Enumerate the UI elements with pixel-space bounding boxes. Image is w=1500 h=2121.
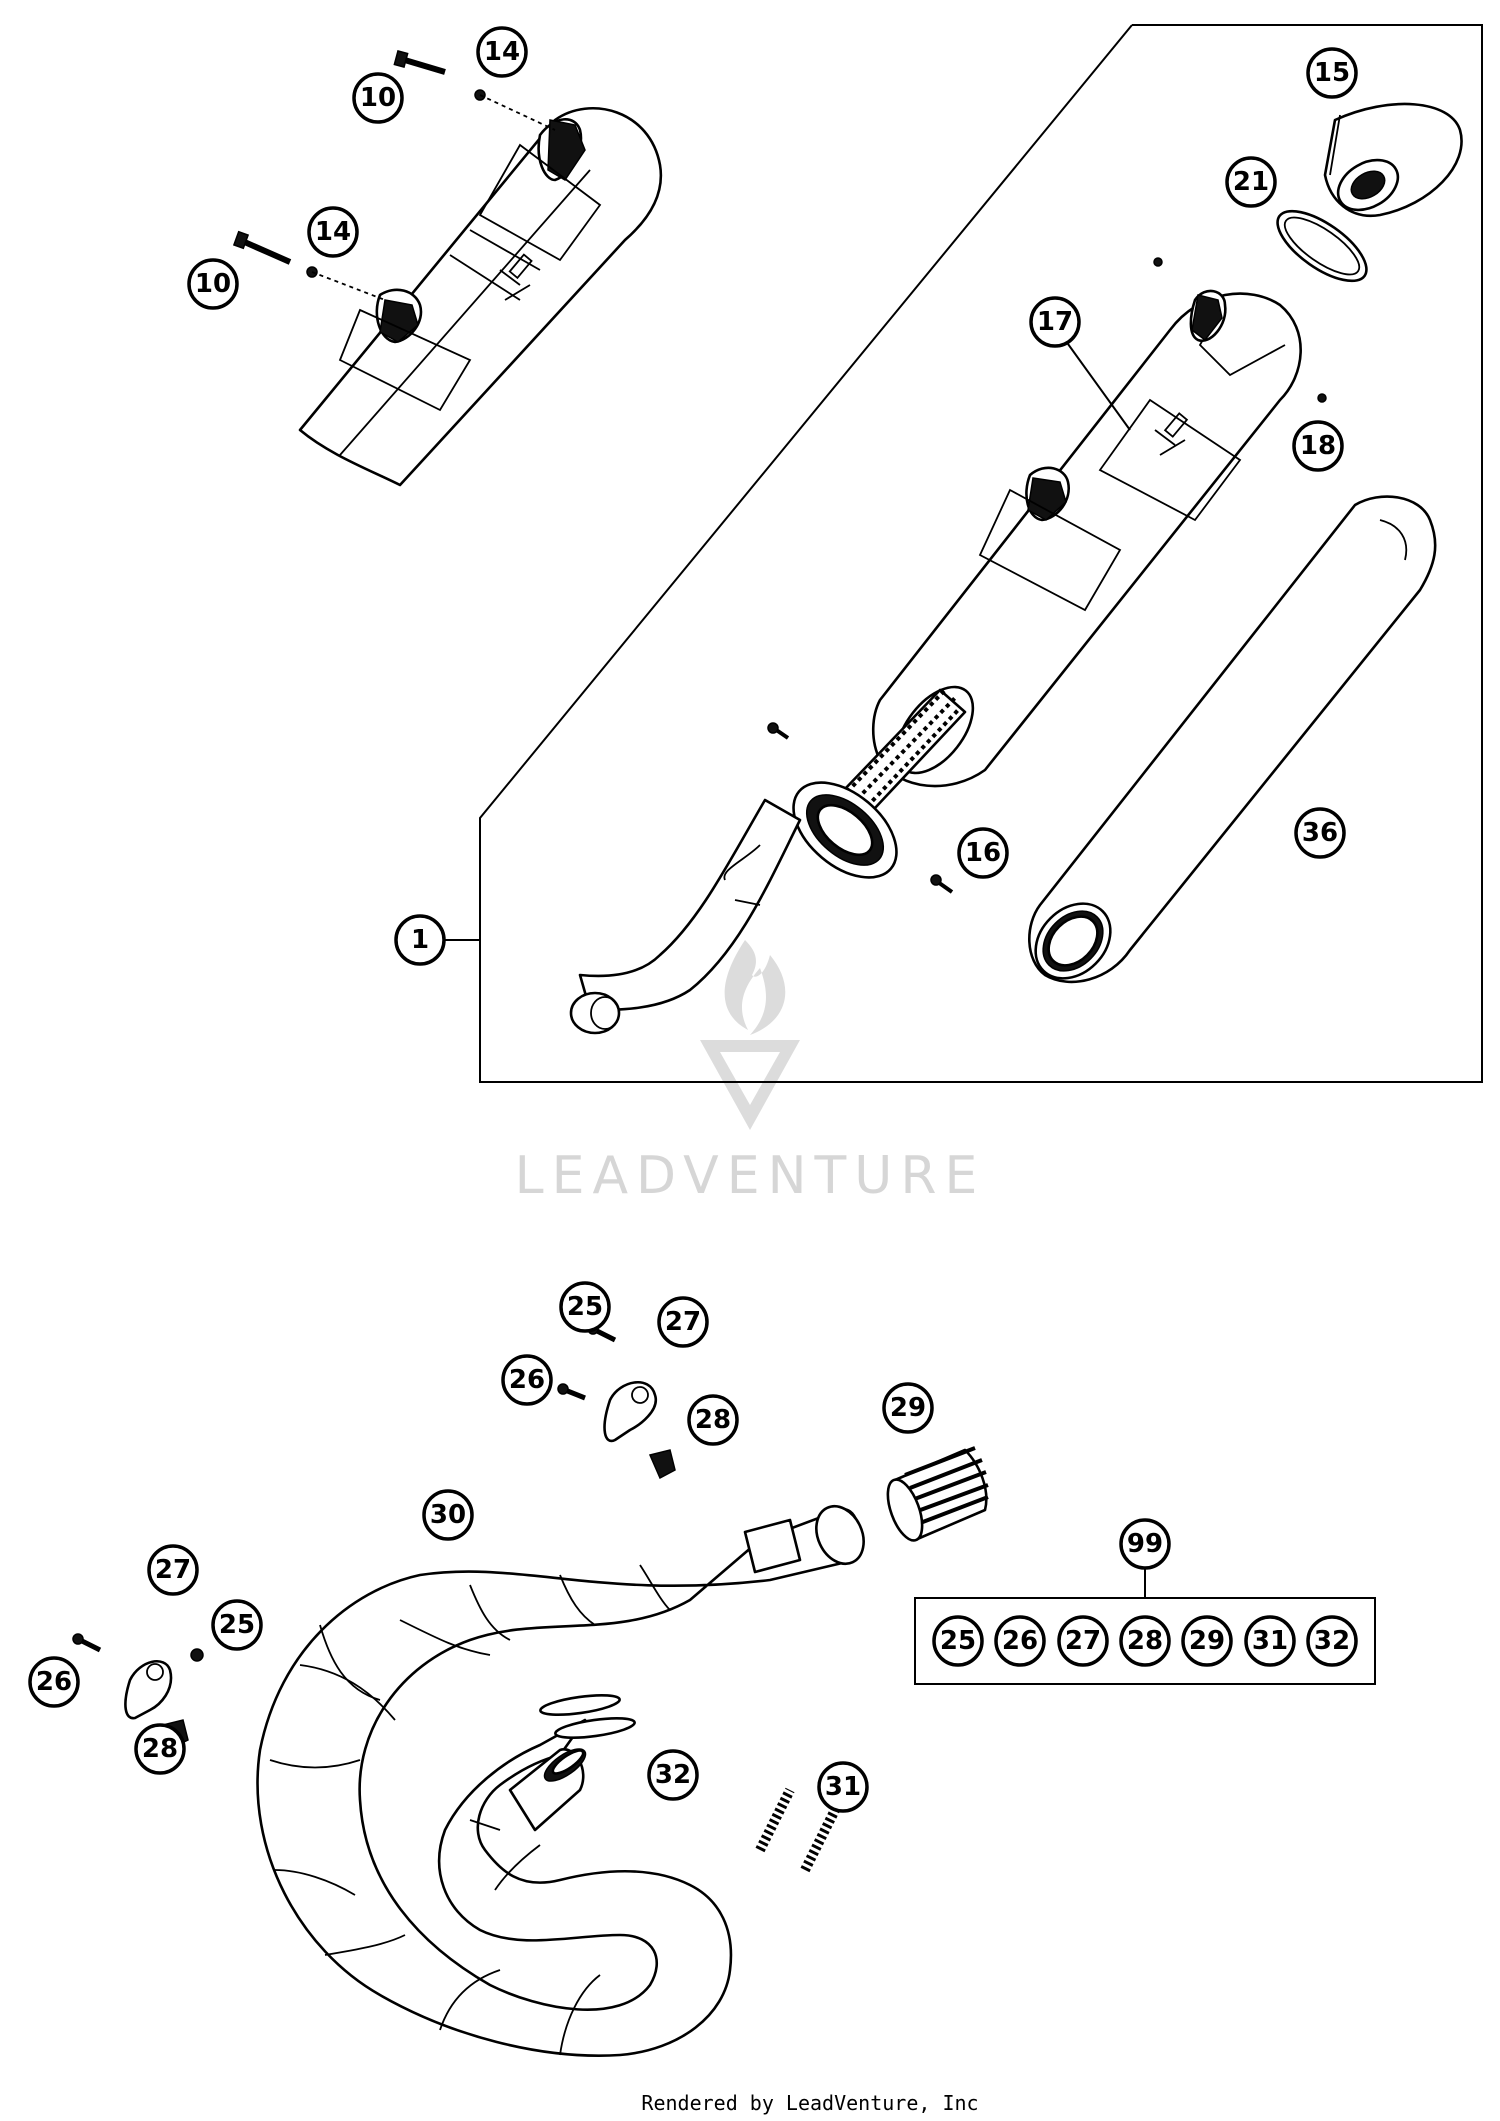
screw-18 [1317,393,1327,403]
leader-17 [1067,343,1131,431]
svg-text:29: 29 [1189,1626,1225,1656]
bolt-10-lower [232,230,292,265]
o-ring-21 [1276,209,1368,283]
springs-31 [755,1787,840,1873]
bracket-cluster-upper [557,1323,676,1480]
svg-text:27: 27 [665,1307,701,1337]
silencer-packing-36 [1028,495,1437,984]
svg-text:99: 99 [1127,1529,1163,1559]
callout-28-upper: 28 [687,1394,739,1446]
callout-14-lower: 14 [307,206,359,258]
kit-item-28: 28 [1119,1615,1171,1667]
callout-25-upper: 25 [559,1281,611,1333]
svg-text:30: 30 [430,1500,466,1530]
svg-text:31: 31 [1252,1626,1288,1656]
callout-26-upper: 26 [501,1354,553,1406]
svg-text:27: 27 [1065,1626,1101,1656]
callout-14-upper: 14 [476,26,528,78]
svg-text:26: 26 [1002,1626,1038,1656]
inlet-pipe [569,798,802,1035]
watermark-text: LEADVENTURE [515,1146,986,1206]
svg-text:28: 28 [1127,1626,1163,1656]
kit-item-31: 31 [1244,1615,1296,1667]
svg-text:14: 14 [484,37,520,67]
axis-line-lower [311,271,386,301]
screw-17-top [1153,257,1163,267]
svg-text:27: 27 [155,1555,191,1585]
kit-99-box [914,1597,1376,1685]
callout-27-lower: 27 [147,1544,199,1596]
assembly-1-boundary [479,24,1483,1083]
screw-16-lower [930,874,954,894]
callout-15: 15 [1306,47,1358,99]
callout-32: 32 [647,1749,699,1801]
callout-25-lower: 25 [211,1599,263,1651]
bracket-cluster-lower [72,1633,204,1750]
kit-item-27: 27 [1057,1615,1109,1667]
leadventure-logo [700,940,800,1130]
kit-item-26: 26 [994,1615,1046,1667]
footer-credit: Rendered by LeadVenture, Inc [641,2091,978,2115]
callout-27-upper: 27 [657,1296,709,1348]
svg-text:25: 25 [940,1626,976,1656]
svg-text:21: 21 [1233,167,1269,197]
svg-text:25: 25 [219,1610,255,1640]
svg-text:28: 28 [695,1405,731,1435]
flange-ring [792,781,898,879]
muffler-mount-detail [298,106,663,487]
svg-text:29: 29 [890,1393,926,1423]
muffler-body-17 [871,289,1302,788]
exhaust-seal-29 [886,1446,989,1542]
svg-text:10: 10 [360,83,396,113]
svg-text:32: 32 [1314,1626,1350,1656]
svg-text:28: 28 [142,1734,178,1764]
callout-10-lower: 10 [187,258,239,310]
o-ring-21-inner [1283,216,1361,276]
gasket-32-a [539,1694,621,1716]
bolt-10-upper [393,50,446,75]
axis-line-upper [479,94,556,131]
callout-31: 31 [817,1761,869,1813]
svg-text:15: 15 [1314,58,1350,88]
callout-1: 1 [394,914,446,966]
kit-item-29: 29 [1181,1615,1233,1667]
svg-text:1: 1 [411,925,429,955]
callout-28-lower: 28 [134,1723,186,1775]
svg-text:18: 18 [1300,431,1336,461]
svg-text:10: 10 [195,269,231,299]
callout-30: 30 [422,1489,474,1541]
callout-18: 18 [1292,420,1344,472]
gasket-32-b [554,1717,636,1739]
svg-text:36: 36 [1302,818,1338,848]
svg-text:31: 31 [825,1772,861,1802]
svg-text:32: 32 [655,1760,691,1790]
svg-text:16: 16 [965,838,1001,868]
svg-text:14: 14 [315,217,351,247]
svg-text:17: 17 [1037,307,1073,337]
callout-36: 36 [1294,807,1346,859]
callout-21: 21 [1225,156,1277,208]
callout-17: 17 [1029,296,1081,348]
end-cap-15 [1323,102,1463,218]
kit-item-25: 25 [932,1615,984,1667]
callout-29: 29 [882,1382,934,1434]
callout-26-lower: 26 [28,1656,80,1708]
callout-16: 16 [957,827,1009,879]
svg-text:26: 26 [509,1365,545,1395]
screw-16-upper [767,722,790,740]
svg-text:25: 25 [567,1292,603,1322]
kit-item-32: 32 [1306,1615,1358,1667]
svg-text:26: 26 [36,1667,72,1697]
callout-10-upper: 10 [352,72,404,124]
exhaust-pipe-30 [256,1504,865,2057]
callout-99: 99 [1119,1518,1171,1570]
